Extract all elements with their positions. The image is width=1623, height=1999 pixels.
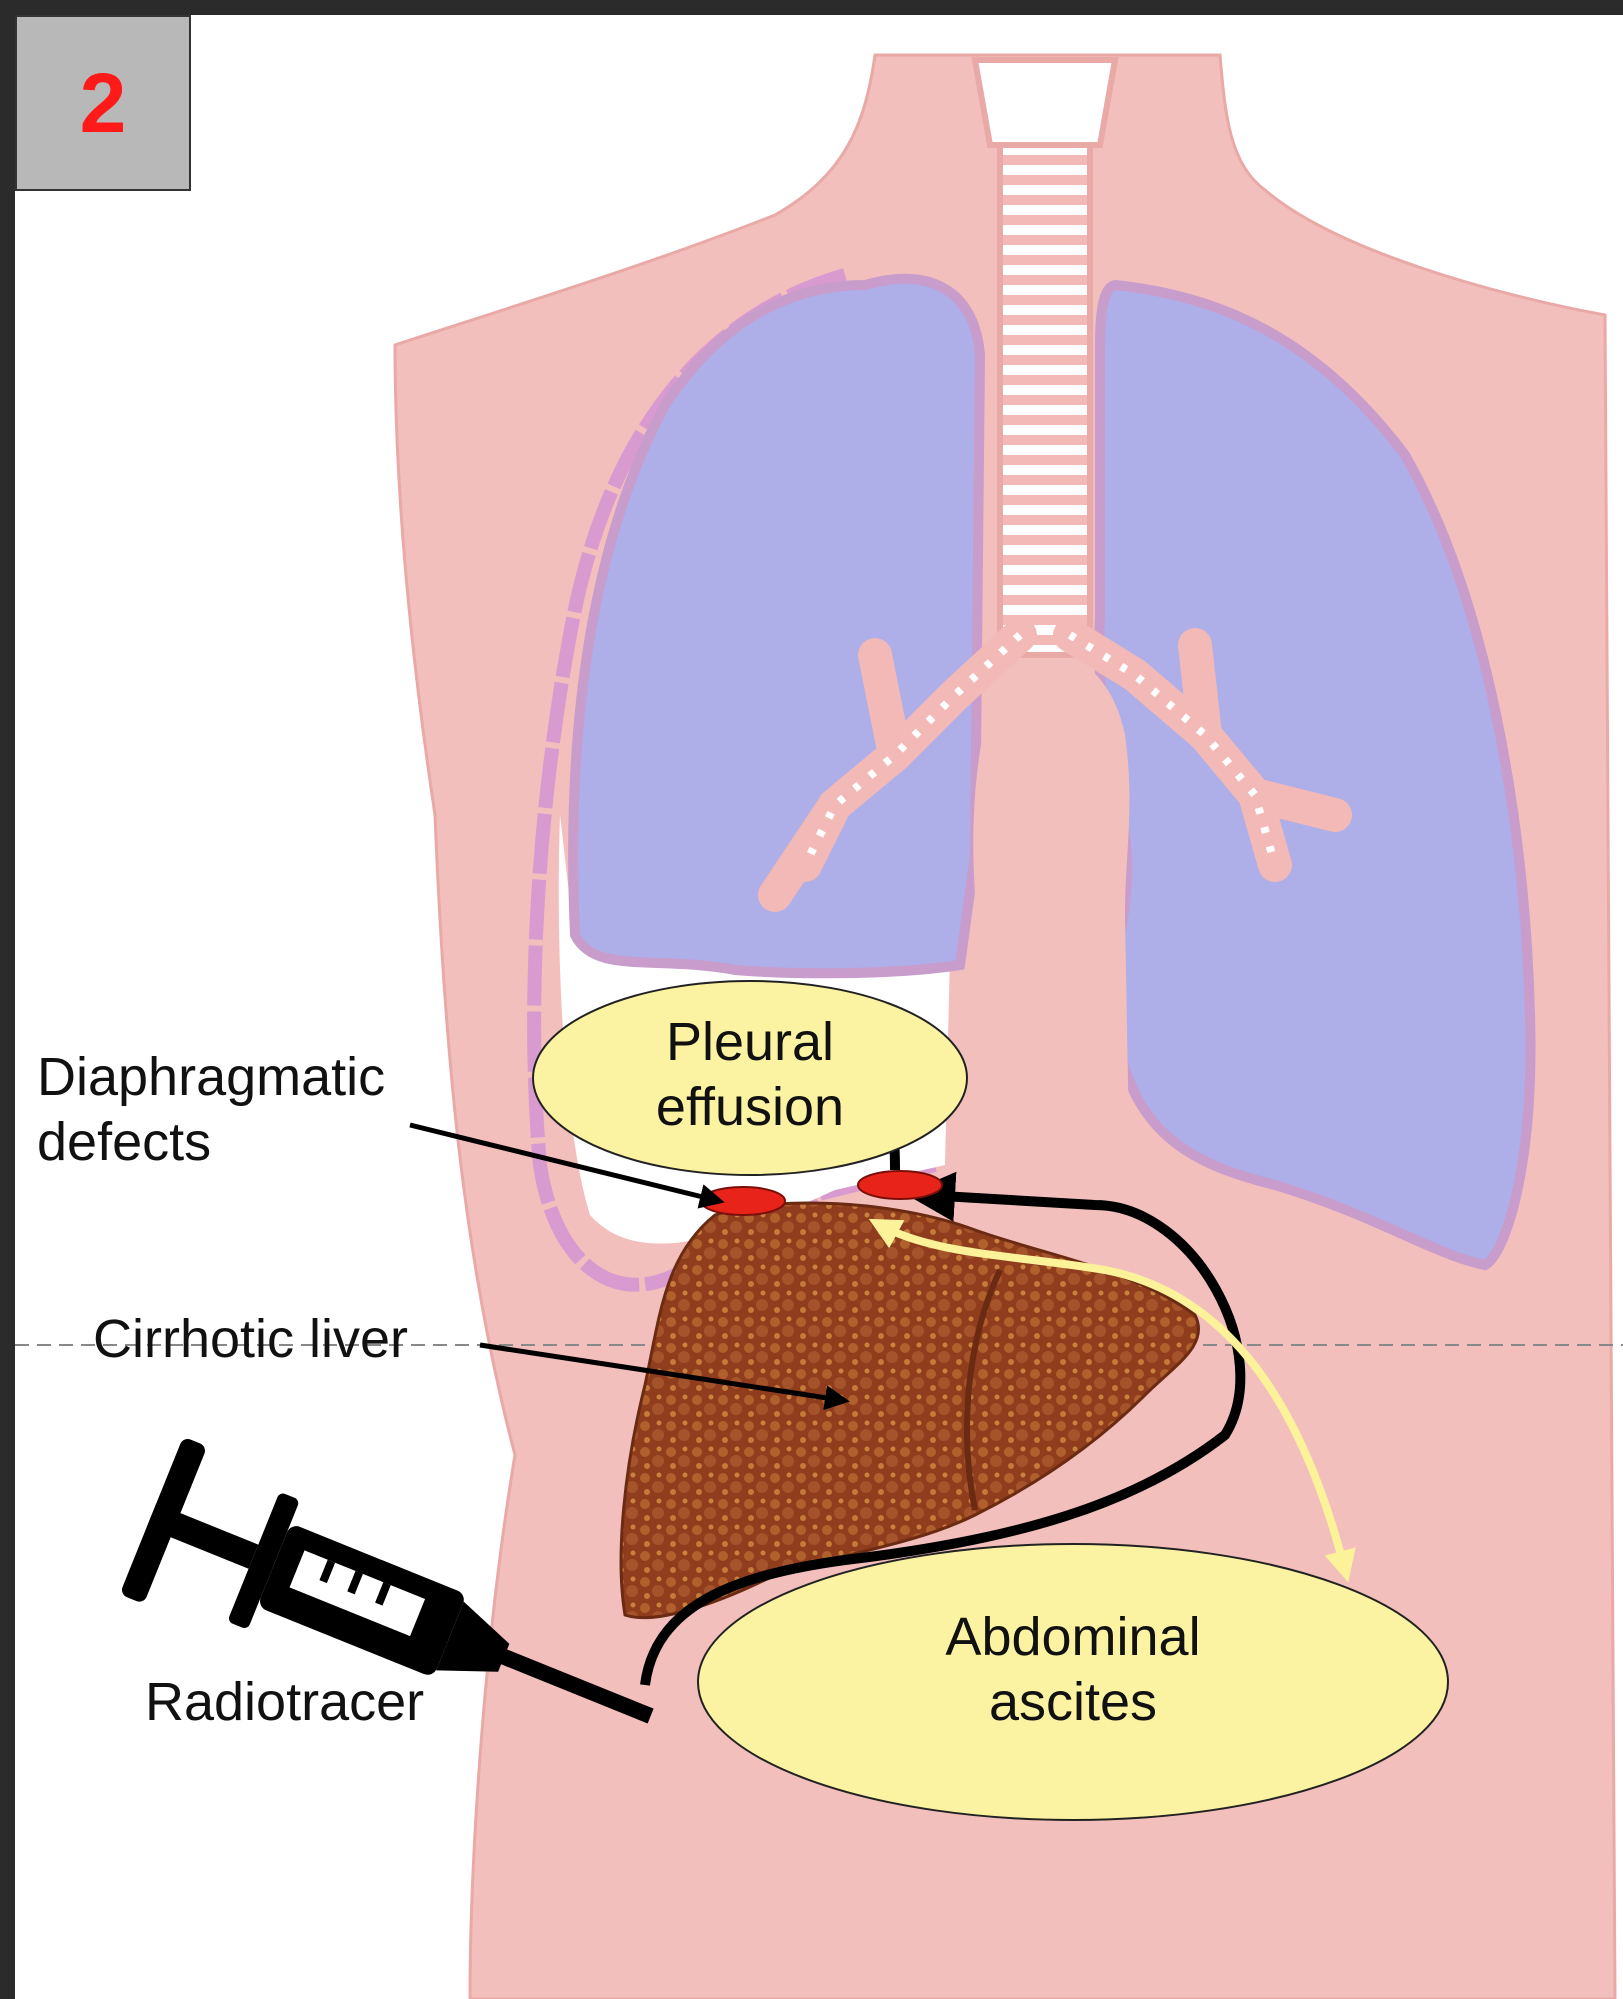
cirrhotic-liver-label: Cirrhotic liver xyxy=(93,1307,408,1372)
ascites-label-line1: Abdominal xyxy=(873,1605,1273,1670)
diaphragmatic-defects-label: Diaphragmatic defects xyxy=(37,1045,385,1175)
trachea xyxy=(1000,65,1090,655)
pleural-label-line1: Pleural xyxy=(580,1010,920,1075)
diaphragmatic-defect-right xyxy=(858,1171,942,1199)
diaphragm-label-line2: defects xyxy=(37,1110,385,1175)
larynx xyxy=(975,60,1115,145)
mediastinum xyxy=(973,655,1130,1195)
ascites-label-line2: ascites xyxy=(873,1670,1273,1735)
panel-number-badge: 2 xyxy=(15,15,191,191)
abdominal-ascites-label: Abdominal ascites xyxy=(873,1605,1273,1735)
pleural-label-line2: effusion xyxy=(580,1075,920,1140)
pleural-effusion-label: Pleural effusion xyxy=(580,1010,920,1140)
diaphragm-label-line1: Diaphragmatic xyxy=(37,1045,385,1110)
radiotracer-label: Radiotracer xyxy=(145,1670,424,1735)
diagram-canvas: 2 Pleural effusion Diaphragmatic defects… xyxy=(15,15,1623,1999)
